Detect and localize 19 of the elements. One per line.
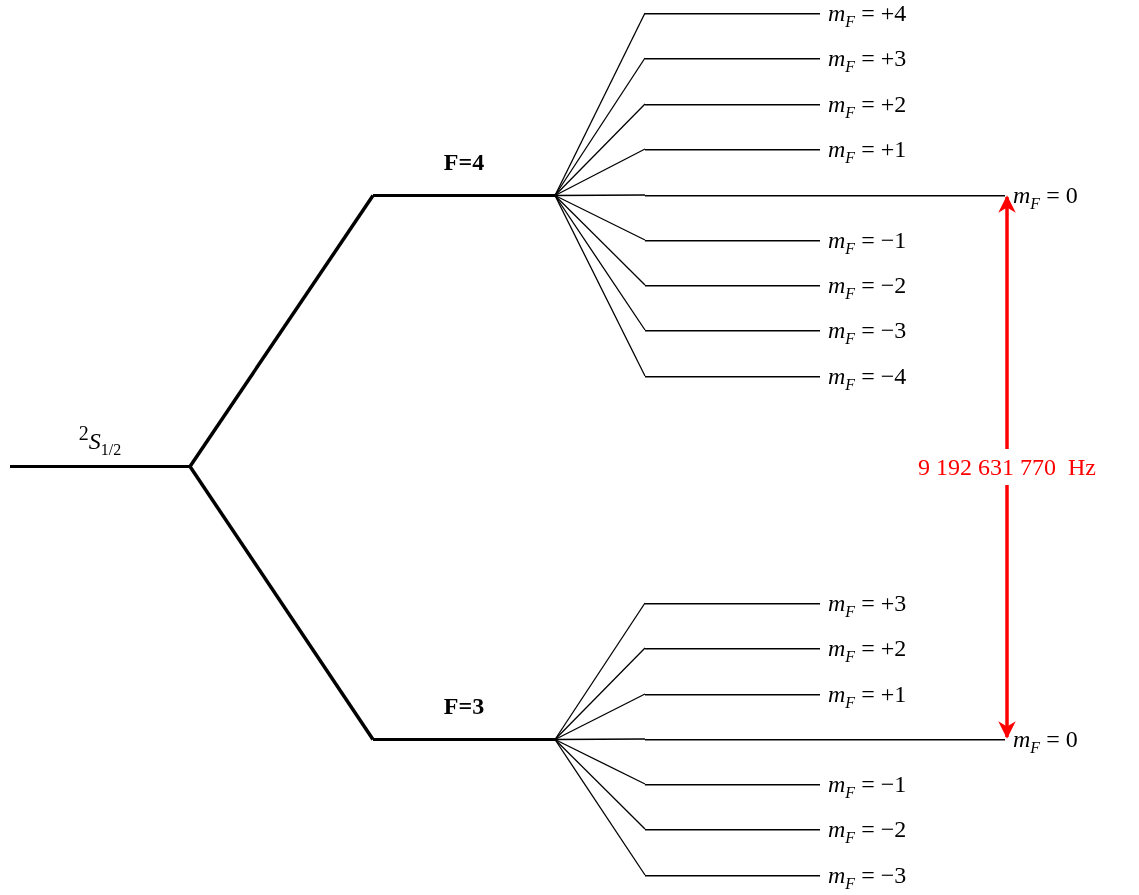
- energy-level: F=4: [373, 145, 555, 197]
- energy-level: F=3: [373, 689, 555, 741]
- connector-line: [554, 738, 646, 876]
- connector-line: [554, 194, 646, 197]
- connector-line: [554, 12, 646, 197]
- energy-level: $^{2}$S$_{1/2}$: [10, 416, 190, 468]
- connector-line: [554, 194, 646, 286]
- connector-line: [554, 103, 646, 197]
- connector-line: [554, 693, 646, 741]
- connector-line: [188, 194, 375, 468]
- connector-line: [554, 148, 646, 197]
- connector-line: [554, 194, 646, 377]
- connector-line: [554, 738, 646, 830]
- connector-line: [554, 194, 646, 241]
- connector-line: [188, 465, 375, 741]
- connector-line: [554, 738, 646, 741]
- edge-label: 9 192 631 770 Hz: [916, 449, 1098, 485]
- connector-line: [554, 738, 646, 785]
- connector-line: [554, 647, 646, 741]
